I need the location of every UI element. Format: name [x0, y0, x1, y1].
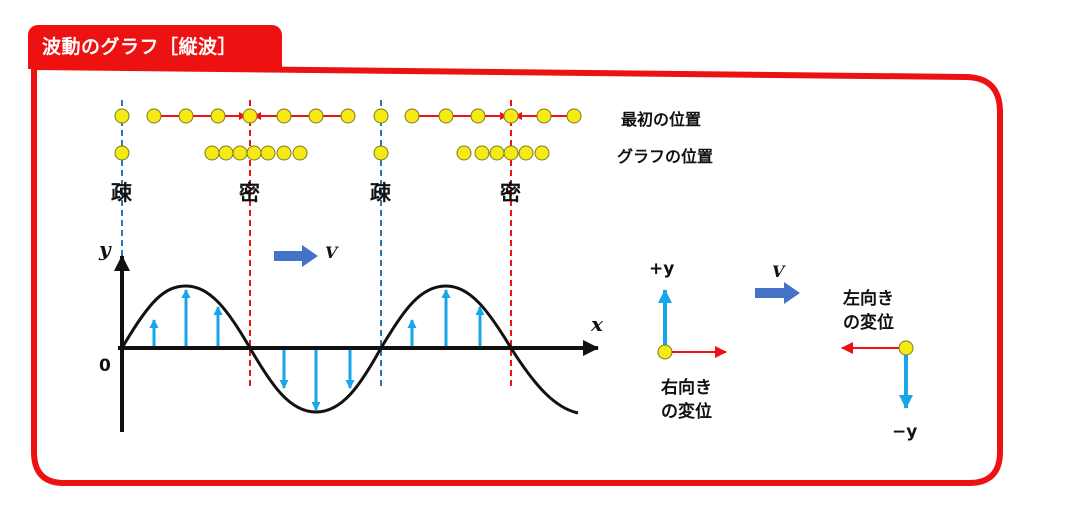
compression-label-2: 密 — [500, 181, 521, 205]
origin-label: 0 — [99, 356, 111, 376]
page-title: 波動のグラフ［縦波］ — [28, 25, 282, 69]
right-particle — [657, 344, 673, 360]
initial-particles — [114, 108, 582, 124]
right-disp-line-1: 右向き — [661, 378, 712, 398]
left-particle — [898, 340, 914, 356]
x-axis-label: x — [591, 312, 603, 336]
right-velocity-label: V — [772, 262, 785, 281]
wave-curve — [120, 284, 579, 415]
graph-particles — [114, 145, 550, 161]
left-disp-label: 左向き の変位 — [843, 287, 894, 335]
right-disp-label: 右向き の変位 — [661, 376, 712, 424]
rarefaction-label-2: 疎 — [370, 181, 391, 205]
right-velocity-arrow — [755, 282, 800, 304]
graph-y-arrows — [149, 289, 485, 411]
y-axis-label: y — [99, 237, 111, 261]
minus-y-label: −y — [892, 422, 918, 442]
initial-position-label: 最初の位置 — [621, 110, 702, 129]
rarefaction-label-1: 疎 — [111, 181, 132, 205]
graph-position-label: グラフの位置 — [617, 147, 714, 166]
velocity-label: V — [325, 243, 338, 262]
left-disp-line-2: の変位 — [843, 313, 894, 333]
plus-y-label: +y — [649, 259, 675, 279]
frame-border — [31, 63, 1003, 486]
left-disp-line-1: 左向き — [843, 289, 894, 309]
compression-label-1: 密 — [239, 181, 260, 205]
right-disp-line-2: の変位 — [661, 402, 712, 422]
velocity-arrow — [274, 245, 318, 267]
